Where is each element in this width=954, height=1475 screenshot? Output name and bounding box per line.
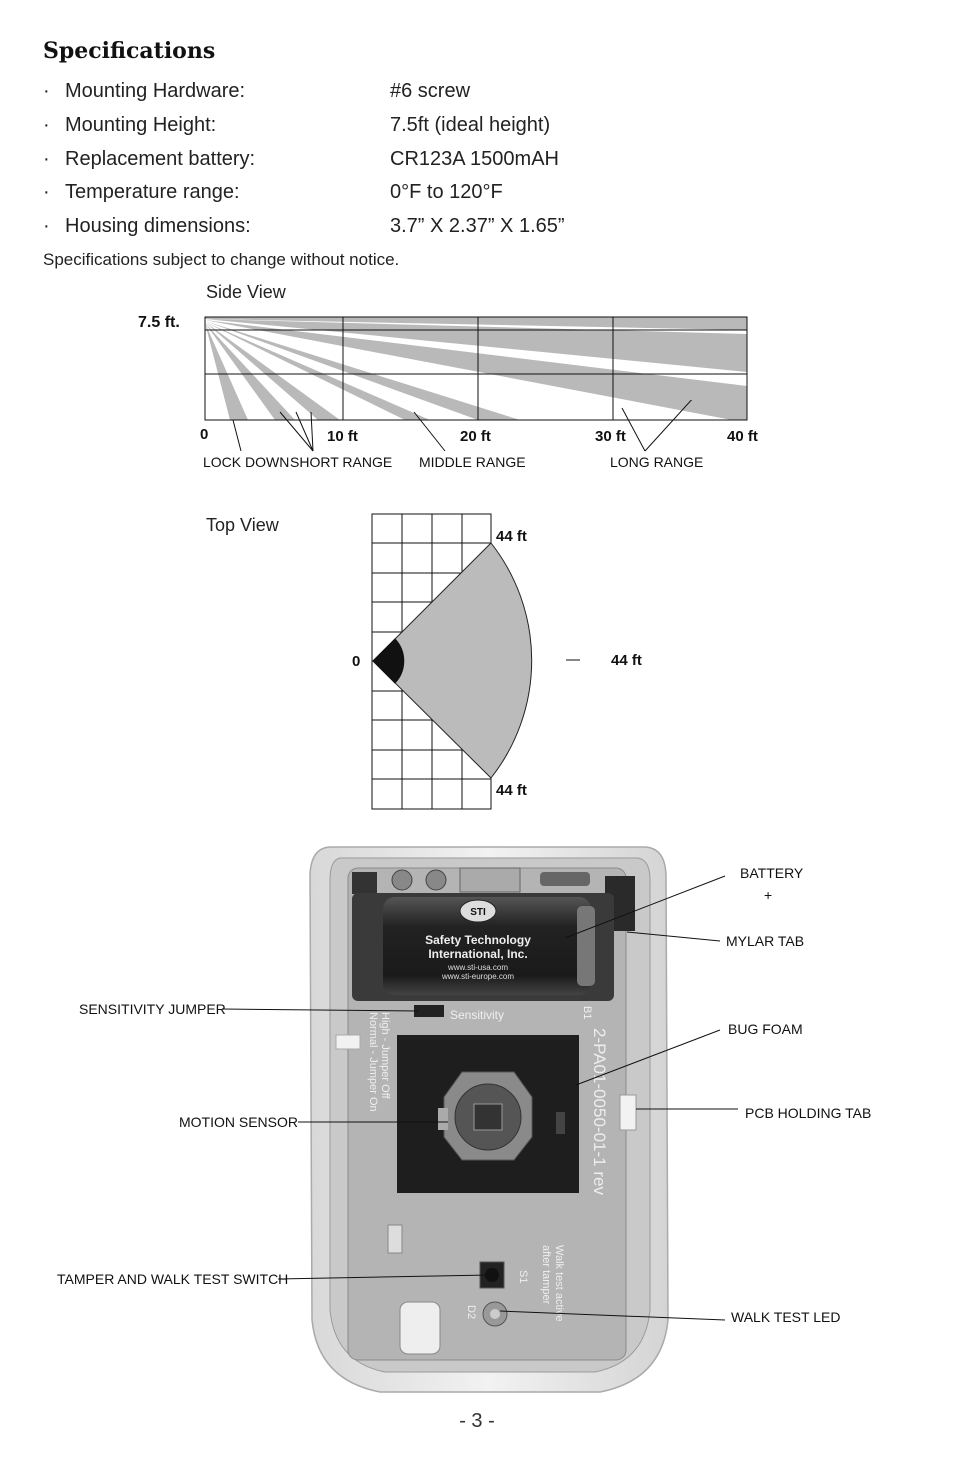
bullet: ·	[43, 215, 50, 237]
small-label	[387, 1224, 403, 1254]
d2-text: D2	[465, 1305, 477, 1319]
battery-cap	[577, 906, 595, 986]
range-top-label: 44 ft	[496, 528, 527, 545]
axis-tick: 40 ft	[727, 428, 758, 445]
callout-battery-plus: +	[764, 887, 773, 903]
bracket	[459, 867, 521, 893]
range-right-label: 44 ft	[611, 652, 642, 669]
callout-motion-sensor: MOTION SENSOR	[179, 1114, 299, 1130]
range-label-long: LONG RANGE	[610, 454, 704, 470]
range-bottom-label: 44 ft	[496, 782, 527, 799]
page-number: - 3 -	[459, 1410, 495, 1432]
page-title: Specifications	[43, 38, 216, 64]
lockdown-zone	[372, 638, 405, 684]
range-label-lock-down: LOCK DOWN	[203, 454, 290, 470]
spec-value: 3.7” X 2.37” X 1.65”	[390, 215, 565, 237]
spec-value: CR123A 1500mAH	[390, 148, 559, 170]
b1-text: B1	[581, 1006, 593, 1019]
spec-label: Mounting Height:	[65, 114, 217, 136]
walk-note2: after tamper	[540, 1245, 552, 1305]
sensitivity-text: Sensitivity	[450, 1008, 504, 1022]
range-label-middle: MIDDLE RANGE	[419, 454, 526, 470]
jumper-note1: Normal - Jumper On	[367, 1012, 379, 1112]
terminal	[391, 869, 413, 891]
spec-label: Replacement battery:	[65, 148, 256, 170]
jumper	[414, 1005, 444, 1017]
detection-zones	[205, 317, 747, 420]
grid-lines	[204, 316, 748, 421]
connector	[352, 872, 377, 894]
spec-value: #6 screw	[390, 80, 471, 102]
coverage-sector	[372, 542, 533, 779]
range-leaders	[232, 400, 693, 452]
battery-url2: www.sti-europe.com	[441, 972, 514, 981]
axis-tick: 0	[200, 426, 209, 443]
origin-label: 0	[352, 653, 361, 670]
callout-bug-foam: BUG FOAM	[728, 1021, 803, 1037]
callout-battery: BATTERY	[740, 865, 804, 881]
battery-line1: Safety Technology	[425, 933, 531, 947]
sensor-pin	[438, 1108, 448, 1130]
top-view-caption: Top View	[206, 515, 279, 535]
top-view-diagram	[371, 513, 580, 810]
part-number: 2-PA01-0050-01-1 rev	[590, 1028, 609, 1195]
side-view-caption: Side View	[206, 282, 286, 302]
walk-note1: Walk test active	[553, 1245, 565, 1322]
callout-pcb-holding-tab: PCB HOLDING TAB	[745, 1105, 872, 1121]
spec-value: 7.5ft (ideal height)	[390, 114, 551, 136]
range-label-short: SHORT RANGE	[290, 454, 393, 470]
spec-value: 0°F to 120°F	[390, 181, 503, 203]
switch-button	[485, 1268, 499, 1282]
bullet: ·	[43, 80, 50, 102]
sensor-window	[473, 1103, 503, 1131]
spec-label: Temperature range:	[65, 181, 240, 203]
sti-logo	[459, 899, 497, 923]
height-label: 7.5 ft.	[138, 314, 180, 331]
axis-tick: 20 ft	[460, 428, 491, 445]
battery	[383, 897, 591, 995]
spec-label: Housing dimensions:	[65, 215, 251, 237]
lens-button	[399, 1301, 441, 1355]
callout-tamper-switch: TAMPER AND WALK TEST SWITCH	[57, 1271, 289, 1287]
led-lens	[490, 1309, 500, 1319]
device-illustration: STI Safety Technology International, Inc…	[309, 846, 669, 1393]
side-view-diagram	[204, 316, 748, 421]
bullet: ·	[43, 148, 50, 170]
pcb-holding-tab	[619, 1094, 637, 1131]
bullet: ·	[43, 114, 50, 136]
callout-mylar-tab: MYLAR TAB	[726, 933, 805, 949]
axis-tick: 10 ft	[327, 428, 358, 445]
callout-walk-test-led: WALK TEST LED	[731, 1309, 841, 1325]
disclaimer-note: Specifications subject to change without…	[43, 250, 400, 269]
capacitor	[556, 1112, 565, 1134]
s1-text: S1	[517, 1270, 529, 1283]
diode	[540, 872, 590, 886]
bullet: ·	[43, 181, 50, 203]
spec-label: Mounting Hardware:	[65, 80, 246, 102]
terminal	[425, 869, 447, 891]
left-tab	[335, 1034, 361, 1050]
axis-tick: 30 ft	[595, 428, 626, 445]
battery-brand: STI	[470, 907, 486, 918]
battery-line2: International, Inc.	[428, 947, 527, 961]
jumper-note2: High - Jumper Off	[379, 1012, 391, 1100]
battery-url1: www.sti-usa.com	[447, 963, 508, 972]
callout-leaders	[221, 875, 738, 1321]
callout-sensitivity-jumper: SENSITIVITY JUMPER	[79, 1001, 226, 1017]
